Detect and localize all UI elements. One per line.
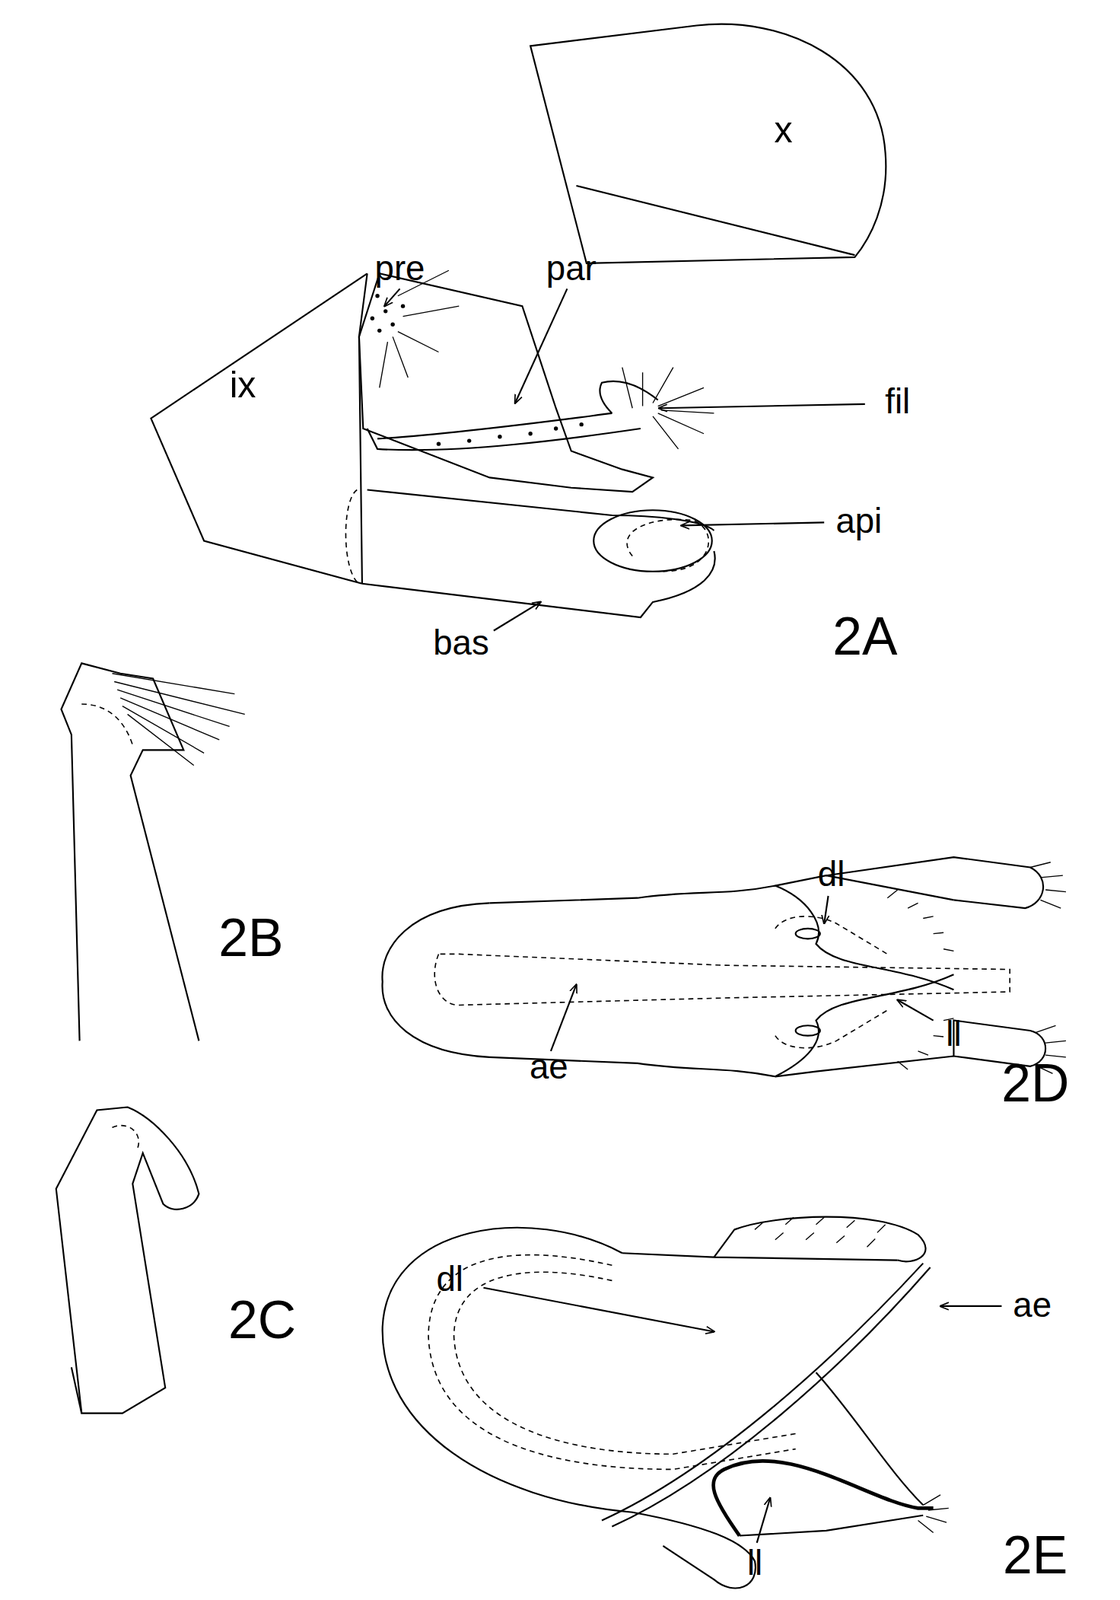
leader-lines — [384, 288, 1002, 1543]
part-label: ll — [747, 1545, 763, 1581]
segment-ix — [150, 273, 367, 584]
part-label: ae — [1012, 1287, 1052, 1323]
part-label: bas — [432, 625, 490, 661]
segment-label: ix — [229, 365, 257, 403]
part-label: api — [835, 503, 882, 539]
aedeagus-lateral — [382, 1216, 949, 1588]
figure-number: 2C — [228, 1293, 296, 1347]
figure-number: 2A — [832, 610, 898, 664]
part-label: ae — [529, 1049, 569, 1085]
segment-x — [530, 24, 886, 264]
figure-number: 2D — [1001, 1056, 1070, 1111]
figure-number: 2E — [1002, 1529, 1068, 1583]
part-label: pre — [375, 251, 426, 287]
sclerite-2b — [60, 662, 245, 1041]
segment-label: x — [774, 111, 793, 148]
basal-piece — [345, 489, 715, 618]
aedeagus-dorsal — [381, 856, 1066, 1076]
sclerite-2c — [56, 1107, 200, 1413]
part-label: fil — [884, 384, 910, 420]
figure-number: 2B — [218, 912, 284, 966]
part-label: dl — [817, 856, 845, 892]
paramere — [359, 270, 715, 492]
part-label: par — [546, 251, 597, 287]
part-label: ll — [945, 1017, 961, 1053]
part-label: dl — [435, 1261, 463, 1297]
